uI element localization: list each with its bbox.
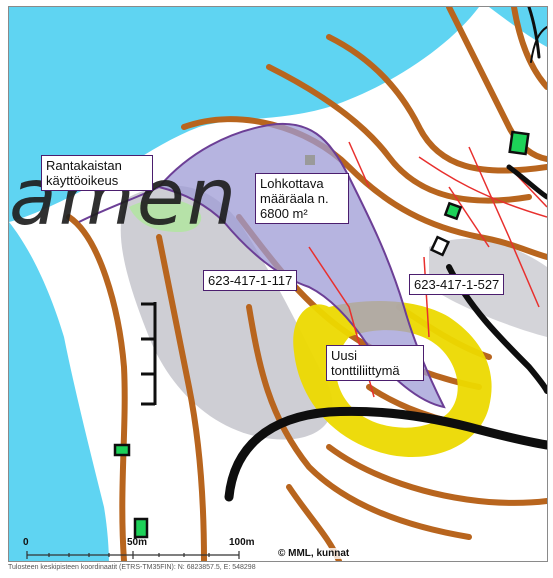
footer-coordinates: Tulosteen keskipisteen koordinaatit (ETR… xyxy=(8,564,256,571)
cliff-symbol xyxy=(141,302,157,406)
map-attribution: © MML, kunnat xyxy=(276,548,352,559)
label-shore-right: Rantakaistan käyttöoikeus xyxy=(41,155,153,191)
label-new-access: Uusi tonttiliittymä xyxy=(326,345,424,381)
label-property-left: 623-417-1-117 xyxy=(203,270,298,291)
scale-label-50: 50m xyxy=(127,537,148,548)
buildings xyxy=(113,130,530,539)
map-view[interactable]: amen Rantakaistan käyttöoikeus Lohkottav… xyxy=(8,6,548,562)
roads xyxy=(224,7,547,502)
scale-label-0: 0 xyxy=(23,537,29,548)
gray-terrain xyxy=(120,185,333,440)
parcel-area[interactable] xyxy=(157,122,446,409)
lake-water-lower xyxy=(9,222,109,561)
green-area xyxy=(129,198,202,232)
label-property-right: 623-417-1-527 xyxy=(409,274,505,295)
label-parcel-area: Lohkottava määräala n. 6800 m² xyxy=(255,173,349,224)
scale-label-100: 100m xyxy=(229,537,255,548)
scale-bar xyxy=(26,551,240,559)
building-gray xyxy=(305,155,315,165)
